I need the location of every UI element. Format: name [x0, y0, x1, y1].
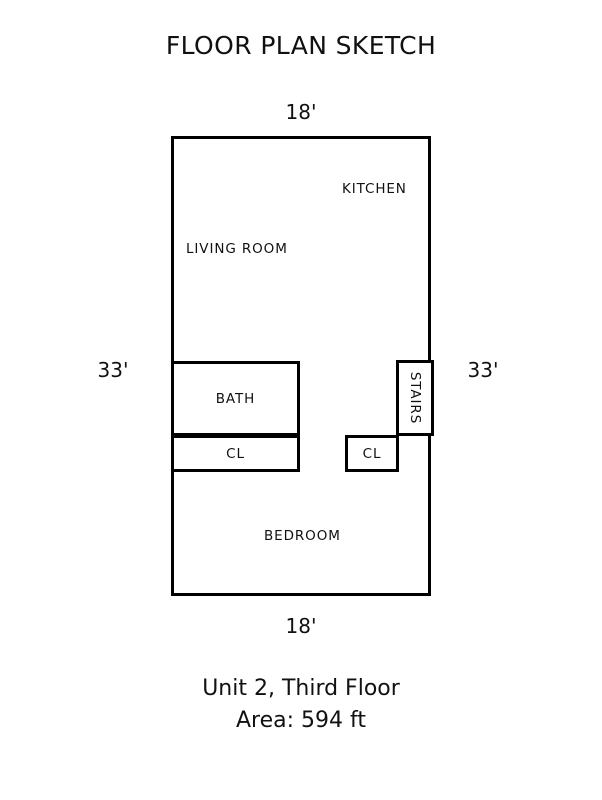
caption-unit-floor: Unit 2, Third Floor	[202, 676, 400, 701]
room-label-stairs: STAIRS	[407, 371, 423, 425]
room-label-living-room: LIVING ROOM	[186, 241, 288, 257]
room-label-closet-bath: CL	[226, 445, 245, 462]
room-closet-hall: CL	[345, 435, 399, 472]
room-bath: BATH	[171, 361, 300, 436]
floor-plan-outline: KITCHEN LIVING ROOM BEDROOM BATH CL STAI…	[171, 136, 434, 596]
page-title: FLOOR PLAN SKETCH	[165, 31, 437, 60]
dimension-label-right: 33'	[467, 358, 499, 382]
room-label-closet-hall: CL	[362, 445, 382, 462]
dimension-label-bottom: 18'	[285, 614, 317, 638]
room-stairs: STAIRS	[396, 360, 434, 436]
room-label-bath: BATH	[215, 390, 256, 407]
room-closet-bath: CL	[171, 435, 300, 472]
dimension-label-left: 33'	[97, 358, 129, 382]
room-label-bedroom: BEDROOM	[264, 528, 341, 544]
room-label-kitchen: KITCHEN	[342, 181, 407, 197]
caption-area: Area: 594 ft	[235, 708, 366, 733]
dimension-label-top: 18'	[285, 100, 317, 124]
